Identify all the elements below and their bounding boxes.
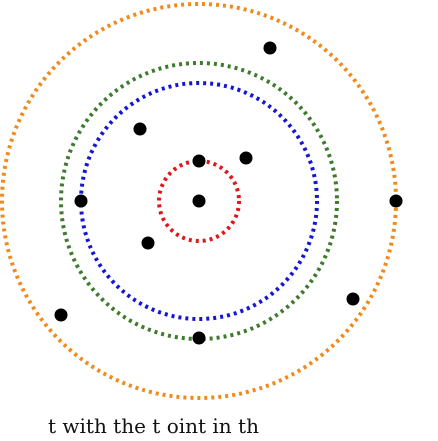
point-right-outer bbox=[389, 194, 403, 208]
point-left-blue bbox=[74, 194, 88, 208]
point-upper-left bbox=[133, 122, 147, 136]
blue-ring bbox=[79, 81, 319, 321]
point-inner-right bbox=[239, 151, 253, 165]
cropped-caption: t with the t oint in th bbox=[48, 414, 259, 438]
point-center bbox=[192, 194, 206, 208]
point-lower-right bbox=[346, 292, 360, 306]
green-ring bbox=[59, 61, 339, 341]
points-group bbox=[54, 41, 403, 345]
red-ring bbox=[157, 159, 241, 243]
point-upper-right-outer bbox=[263, 41, 277, 55]
point-lower-left bbox=[54, 308, 68, 322]
point-inner-left bbox=[141, 236, 155, 250]
point-top-inner bbox=[192, 154, 206, 168]
point-bottom-green bbox=[192, 331, 206, 345]
